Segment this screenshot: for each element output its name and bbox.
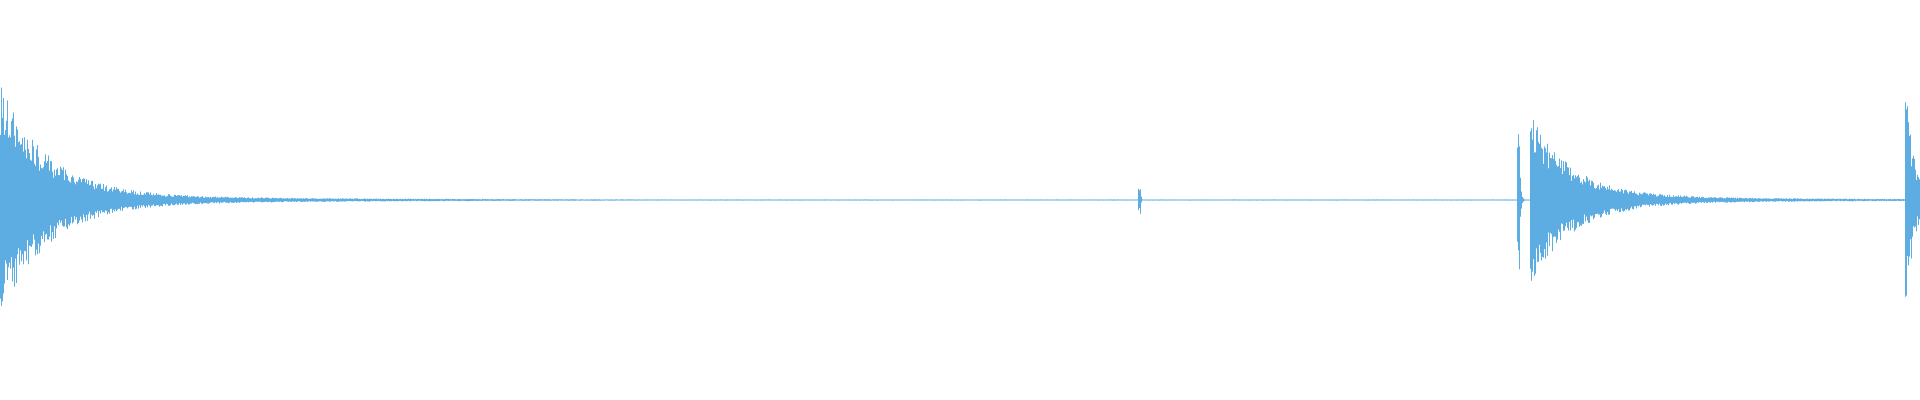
waveform-trace [0,87,1920,306]
